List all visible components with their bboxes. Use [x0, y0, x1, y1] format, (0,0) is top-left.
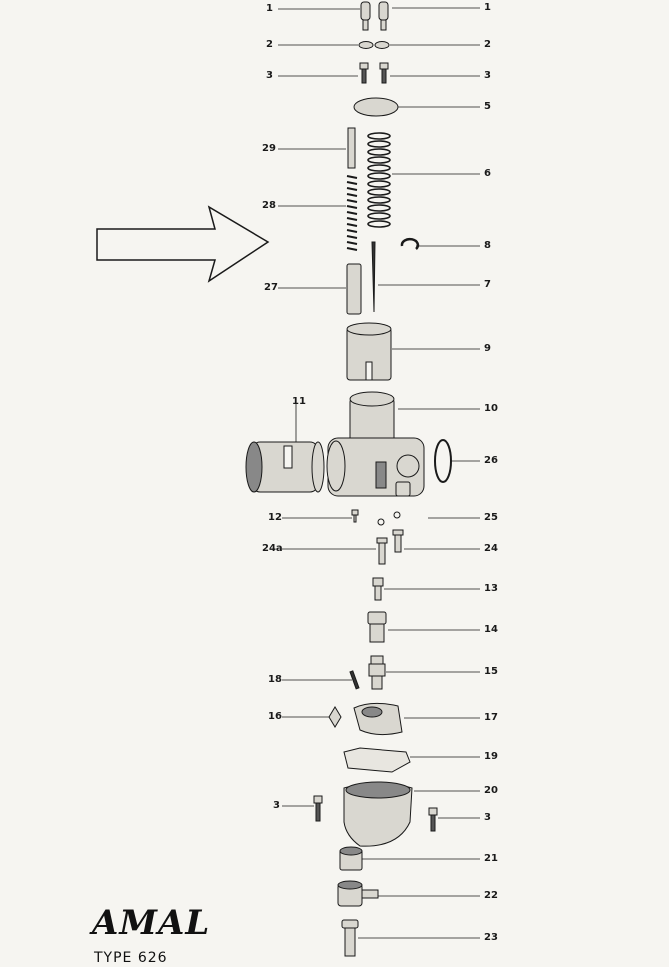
label-right-2: 3: [484, 70, 491, 81]
label-left-9: 18: [268, 674, 282, 685]
label-left-6: 11: [292, 396, 306, 407]
part-12-screw: [351, 509, 359, 523]
part-20-float-bowl: [343, 781, 413, 847]
label-right-1: 2: [484, 39, 491, 50]
label-left-10: 16: [268, 711, 282, 722]
label-right-7: 9: [484, 343, 491, 354]
label-right-13: 14: [484, 624, 498, 635]
part-3-screws-bottom: [313, 795, 438, 832]
label-right-9: 26: [484, 455, 498, 466]
part-15-needle-jet: [368, 655, 386, 690]
part-28-spring: [346, 175, 358, 251]
label-left-4: 28: [262, 200, 276, 211]
label-right-20: 22: [484, 890, 498, 901]
label-right-10: 25: [484, 512, 498, 523]
type-caption: TYPE 626: [94, 950, 168, 966]
label-right-12: 13: [484, 583, 498, 594]
leader-lines: [278, 7, 480, 939]
label-right-17: 20: [484, 785, 498, 796]
part-16-needle-valve: [328, 706, 342, 728]
label-left-11: 3: [273, 800, 280, 811]
amal-logo: AMAL: [92, 903, 211, 943]
label-right-21: 23: [484, 932, 498, 943]
part-5-top-cap: [353, 97, 399, 117]
label-right-14: 15: [484, 666, 498, 677]
part-8-clip: [400, 237, 420, 250]
part-19-gasket: [343, 747, 411, 773]
label-right-18: 3: [484, 812, 491, 823]
label-right-6: 7: [484, 279, 491, 290]
part-6-spring: [367, 132, 391, 228]
label-right-3: 5: [484, 101, 491, 112]
label-right-5: 8: [484, 240, 491, 251]
part-25-washers: [377, 511, 401, 526]
part-27-tube: [346, 263, 362, 315]
part-2-nuts: [358, 41, 390, 49]
label-left-7: 12: [268, 512, 282, 523]
label-right-11: 24: [484, 543, 498, 554]
label-right-0: 1: [484, 2, 491, 13]
part-18-pin: [349, 670, 360, 690]
part-11-air-intake: [245, 441, 325, 493]
label-left-2: 3: [266, 70, 273, 81]
part-17-float: [353, 702, 403, 736]
label-left-0: 1: [266, 3, 273, 14]
part-22-banjo: [337, 880, 379, 907]
label-right-19: 21: [484, 853, 498, 864]
part-10-carburettor-body: [326, 391, 425, 497]
part-26-o-ring: [434, 439, 452, 483]
part-24-screws: [376, 529, 404, 565]
label-right-8: 10: [484, 403, 498, 414]
part-1-adjusters: [360, 1, 389, 31]
part-21-nut: [339, 846, 363, 871]
label-left-3: 29: [262, 143, 276, 154]
part-23-bolt: [341, 919, 359, 957]
part-13-pilot-jet: [372, 577, 384, 601]
label-right-4: 6: [484, 168, 491, 179]
part-14-jet-holder: [367, 611, 387, 643]
part-9-throttle-slide: [346, 322, 392, 381]
part-7-needle: [371, 241, 376, 313]
label-left-5: 27: [264, 282, 278, 293]
part-3-screws: [359, 62, 389, 84]
label-right-16: 19: [484, 751, 498, 762]
pointer-arrow: [96, 205, 270, 283]
label-left-8: 24a: [262, 543, 283, 554]
part-29-pin: [347, 127, 356, 169]
label-left-1: 2: [266, 39, 273, 50]
label-right-15: 17: [484, 712, 498, 723]
